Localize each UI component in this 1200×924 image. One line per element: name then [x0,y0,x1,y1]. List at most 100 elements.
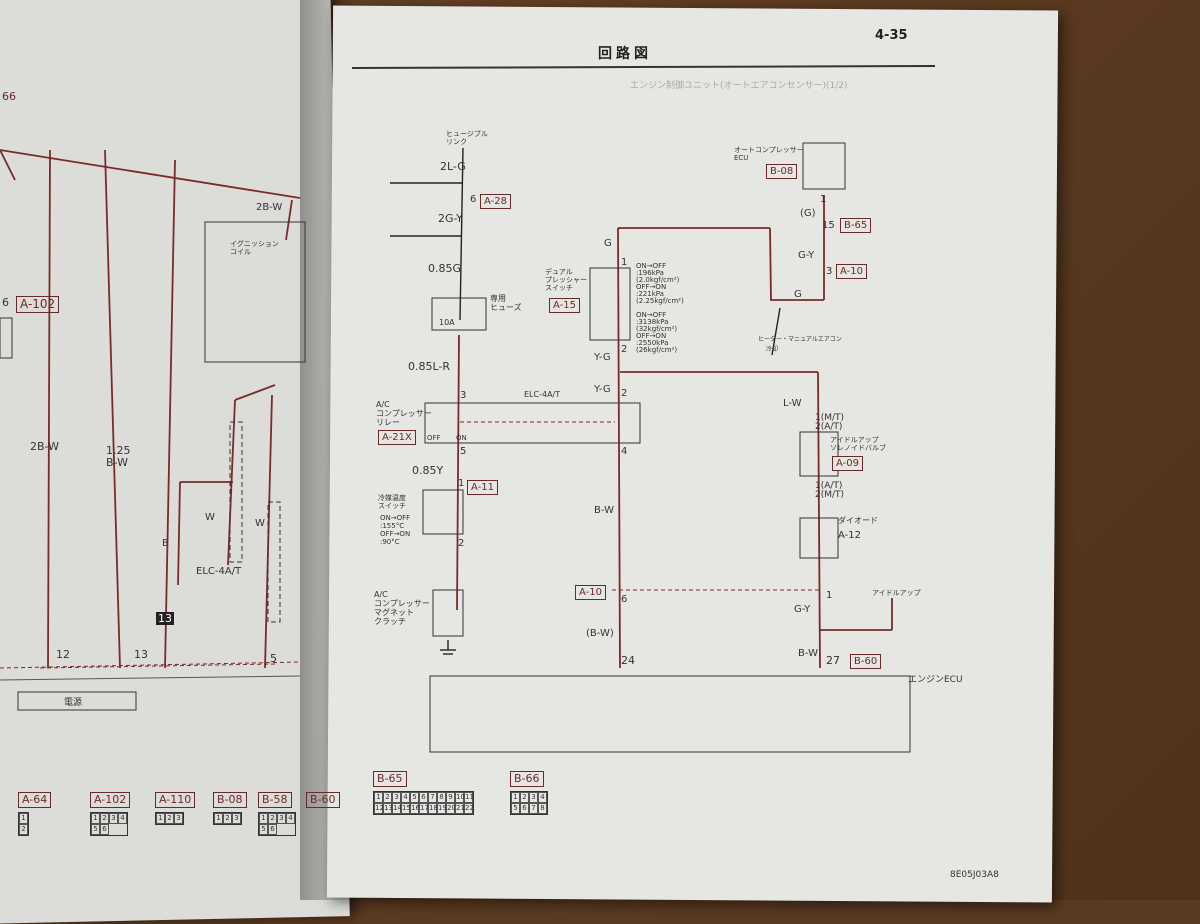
connector-pin: 1 [91,813,100,824]
connector-a21x: A-21X [378,430,416,445]
pin: 5 [460,446,467,457]
fusible-link-label: ヒュージブル リンク [446,130,488,146]
wire-yg-1: Y-G [594,352,611,363]
connector-pin: 2 [165,813,174,824]
connector-pin: 3 [174,813,183,824]
connector-pin: 2 [383,792,392,803]
pin: 1 [621,257,628,268]
elc-label: ELC-4A/T [524,390,561,399]
pin: 3 [460,390,467,401]
left-power-label: 電源 [64,698,83,708]
pin: 3 [826,266,833,277]
connector-a10-right: A-10 [836,264,867,279]
idle-up-label: アイドルアップ [872,589,921,597]
page-code: 8E05J03A8 [950,870,999,880]
wire-bw-p: (B-W) [586,628,614,639]
diode-code: A-12 [838,530,861,541]
pin: 15 [822,220,835,231]
connector-a11: A-11 [467,480,498,495]
connector-pin: 6 [520,803,529,814]
connector-pin: 4 [401,792,410,803]
connector-id: B-65 [373,771,407,787]
fuse-label: 専用 ヒューズ [490,294,522,312]
left-connector-a102: A-102 [16,296,60,313]
connector-pin: 3 [232,813,241,824]
pin: 2 [621,344,628,355]
pin: 2 [621,388,628,399]
wire-yg-2: Y-G [594,384,611,395]
connector-pin: 2 [268,813,277,824]
connector-pin: 20 [446,803,456,814]
connector-pin: 7 [529,803,538,814]
connector-pin: 1 [156,813,165,824]
left-wire-125: 1.25 B-W [106,444,131,469]
wire-bw-right: B-W [798,648,818,659]
connector-id: A-110 [155,792,196,808]
connector-pin: 4 [286,813,295,824]
left-pin-12: 12 [56,648,70,661]
pin: 6 [470,194,477,205]
connector-a15: A-15 [549,298,580,313]
connector-pin: 17 [419,803,429,814]
pin: 6 [621,594,628,605]
connector-pin: 6 [100,824,109,835]
auto-ecu-label: オートコンプレッサー ECU [734,146,804,162]
left-wire-b: B [162,538,169,549]
left-13-badge: 13 [156,612,174,625]
connector-pin: 4 [538,792,547,803]
connector-b65: B-65 [840,218,872,233]
wire-085y: 0.85Y [412,464,444,477]
connector-b08: B-08 [766,164,798,179]
pin: 4 [621,446,628,457]
relay-label: A/C コンプレッサー リレー [376,400,432,427]
connector-id: A-64 [18,792,52,808]
connector-pin: 21 [455,803,465,814]
connector-pin: 5 [91,824,100,835]
connector-pin: 15 [401,803,411,814]
page-number: 4-35 [875,28,908,43]
relay-off: OFF [427,434,441,442]
left-wire-w1: W [205,512,215,523]
wire-085g: 0.85G [428,262,462,275]
connector-pin: 2 [520,792,529,803]
left-ign-label: イグニッション コイル [230,240,279,256]
connector-a10: A-10 [575,585,606,600]
mt-at-label: 1(M/T) 2(A/T) [815,413,845,432]
connector-id: B-60 [306,792,340,808]
connector-pin: 18 [428,803,438,814]
idle-valve-label: アイドルアップ ソレノイドバルブ [830,436,886,452]
connector-id: B-66 [510,771,544,787]
wire-lw: L-W [783,398,802,409]
dual-sw-spec: ON→OFF :196kPa (2.0kgf/cm²) OFF→ON :221k… [636,262,684,354]
pin: 1 [820,194,827,205]
engine-ecu-label: エンジンECU [908,675,963,685]
connector-pin: 3 [529,792,538,803]
connector-diagram: B-60 [306,788,340,808]
connector-pin: 1 [259,813,268,824]
left-a102-pin: 6 [2,296,9,309]
connector-pin: 1 [511,792,520,803]
left-elc: ELC-4A/T [196,566,242,577]
connector-pin: 2 [100,813,109,824]
left-66: 66 [2,90,16,103]
water-sw-label: 冷媒温度 スイッチ [378,494,406,510]
connector-pin: 3 [277,813,286,824]
connector-pin: 5 [410,792,419,803]
pin: 1 [458,478,465,489]
connector-pin: 3 [392,792,401,803]
left-pin-5: 5 [270,652,277,665]
cold-label: 冷却 [766,346,779,353]
connector-pin: 1 [19,813,28,824]
connector-pin: 2 [223,813,232,824]
connector-pin: 3 [109,813,118,824]
